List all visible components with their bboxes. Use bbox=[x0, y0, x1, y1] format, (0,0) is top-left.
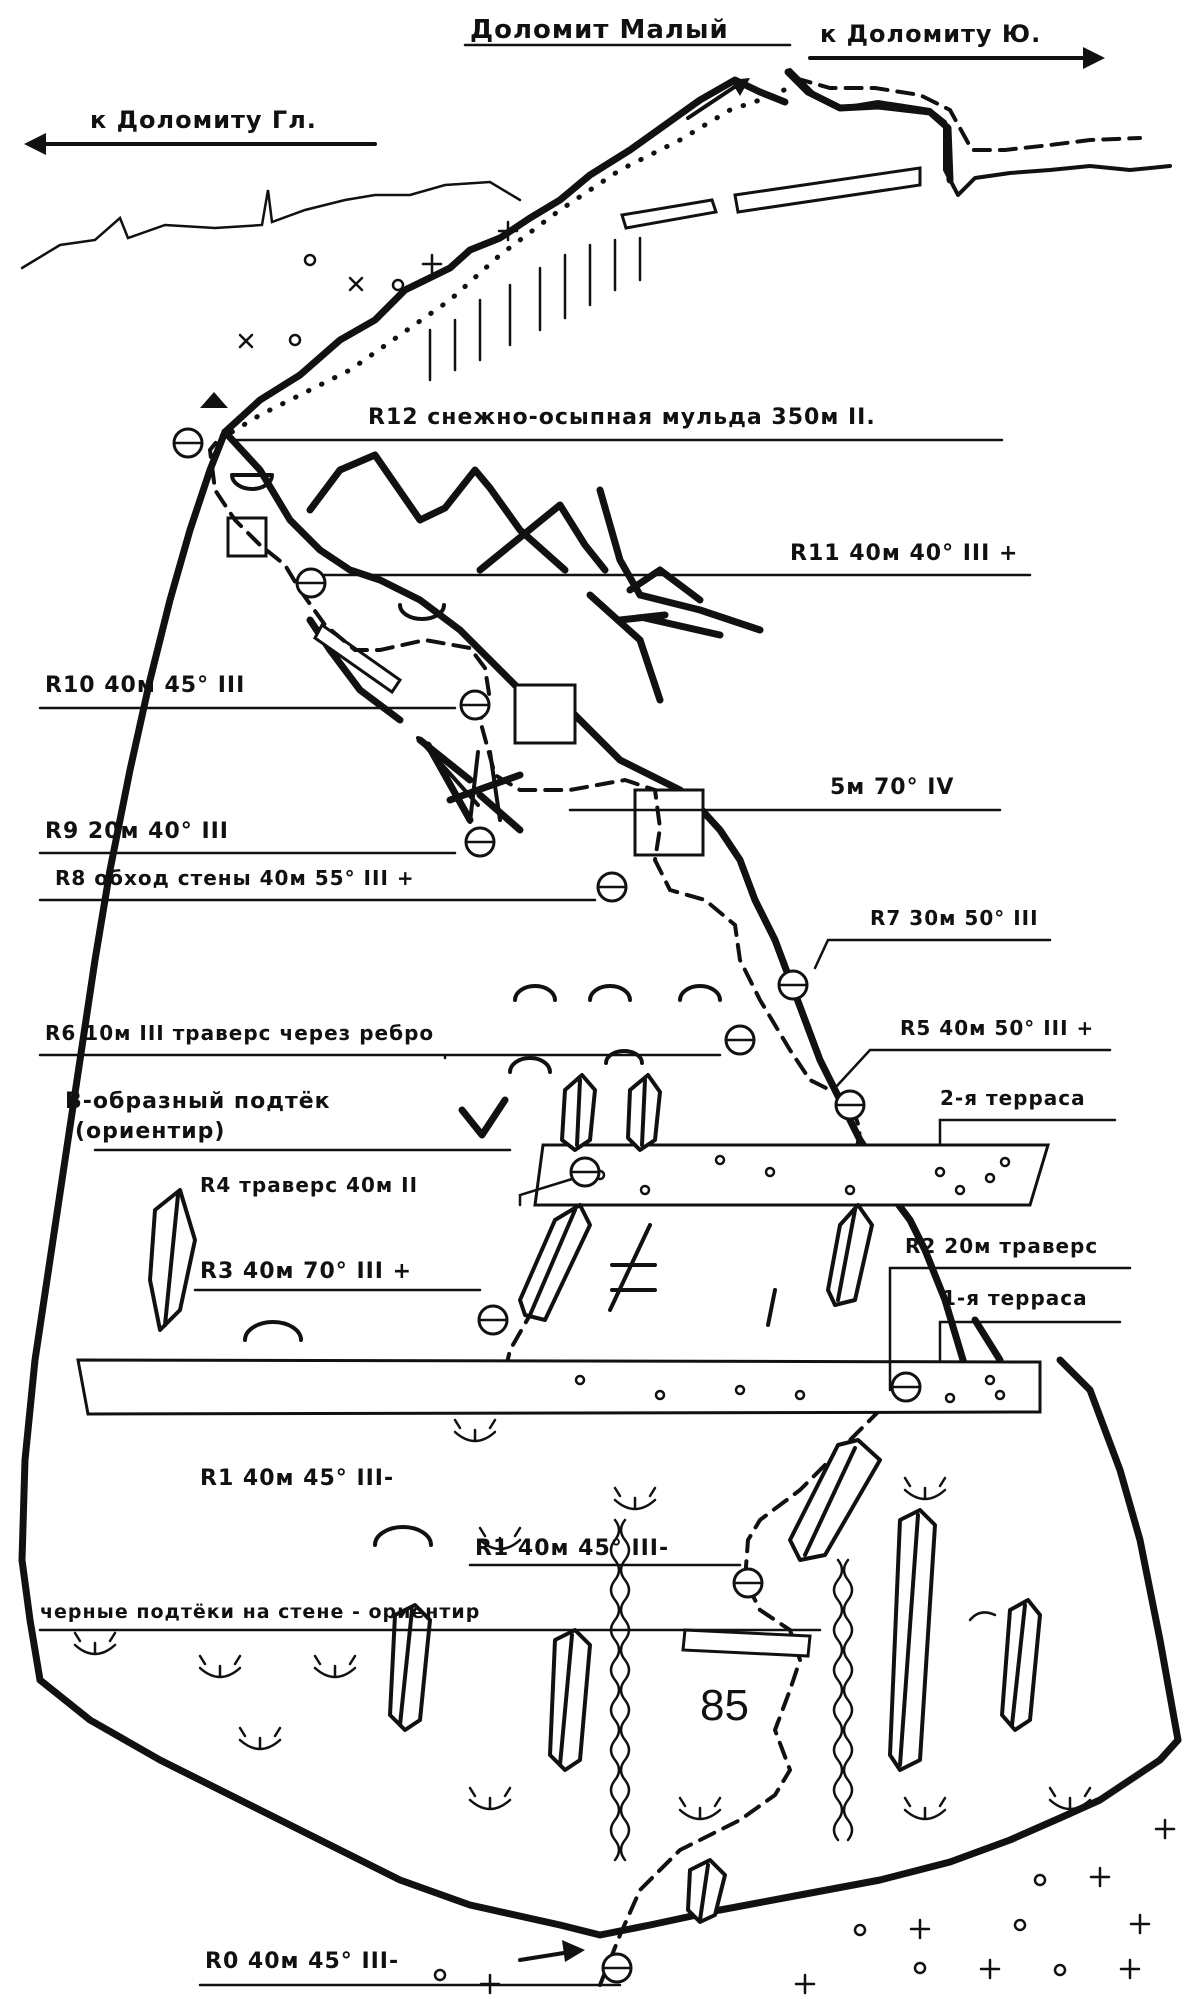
rock-rib bbox=[596, 486, 764, 634]
belay-stations bbox=[172, 427, 922, 1984]
crack-line bbox=[766, 1288, 777, 1327]
v-shaped-streak bbox=[458, 1096, 509, 1139]
snow-scree-boundary bbox=[229, 82, 796, 435]
label-r2: R2 20м траверс bbox=[905, 1234, 1098, 1258]
black-streak bbox=[832, 1558, 844, 1842]
rock-rib bbox=[306, 451, 569, 574]
crack-symbol bbox=[608, 1223, 657, 1312]
snow-gully-hatching bbox=[428, 236, 642, 382]
approach-arrow bbox=[518, 1940, 585, 1962]
label-r10: R10 40м 45° III bbox=[45, 673, 245, 698]
label-black-streaks: черные подтёки на стене - ориентир bbox=[40, 1601, 480, 1623]
belay-box bbox=[513, 683, 577, 745]
rock-rib bbox=[641, 614, 724, 639]
belay-box bbox=[226, 516, 268, 558]
ridge-continuation-route bbox=[793, 76, 1142, 152]
face-right-edge bbox=[1056, 1356, 1182, 1744]
belay-r8-icon bbox=[596, 871, 628, 903]
label-r0: R0 40м 45° III- bbox=[205, 1949, 399, 1974]
belay-r6-icon bbox=[724, 1024, 756, 1056]
black-streak bbox=[609, 1518, 621, 1862]
belay-r10-icon bbox=[459, 689, 491, 721]
label-r11: R11 40м 40° III + bbox=[790, 541, 1018, 566]
label-r1-left: R1 40м 45° III- bbox=[200, 1466, 394, 1491]
rock-rib bbox=[626, 566, 704, 604]
black-streak bbox=[619, 1518, 631, 1862]
label-r8: R8 обход стены 40м 55° III + bbox=[55, 866, 415, 890]
snow-band bbox=[620, 198, 718, 230]
route-number: 85 bbox=[700, 1681, 749, 1730]
route-direction-arrow bbox=[686, 78, 750, 120]
snow-band bbox=[733, 166, 922, 214]
terrace-2 bbox=[533, 1143, 1051, 1207]
right-direction-arrow bbox=[808, 47, 1105, 69]
overhang-symbols bbox=[230, 473, 722, 1547]
label-terrace-2: 2-я терраса bbox=[940, 1086, 1086, 1110]
label-r5: R5 40м 50° III + bbox=[900, 1016, 1094, 1040]
belay-r12-icon bbox=[172, 427, 204, 459]
label-r1: R1 40м 45° III- bbox=[475, 1536, 669, 1561]
face-base-line bbox=[36, 1676, 1182, 1939]
black-streak bbox=[842, 1558, 854, 1842]
background-ridge bbox=[20, 180, 522, 270]
corner-symbols bbox=[148, 1073, 1042, 1924]
slab-feature bbox=[313, 622, 403, 695]
label-r6: R6 10м III траверс через ребро bbox=[45, 1021, 434, 1045]
label-r3: R3 40м 70° III + bbox=[200, 1259, 412, 1284]
terrace-1 bbox=[76, 1358, 1042, 1416]
belay-r3-icon bbox=[477, 1304, 509, 1336]
belay-r4-icon bbox=[569, 1156, 601, 1188]
rock-rib bbox=[476, 501, 609, 574]
label-v-streak-note: (ориентир) bbox=[75, 1119, 225, 1144]
label-r7: R7 30м 50° III bbox=[870, 906, 1039, 930]
belay-r5-icon bbox=[834, 1089, 866, 1121]
label-v-streak: В-образный подтёк bbox=[65, 1089, 331, 1114]
terrace-edge bbox=[971, 1316, 1004, 1364]
label-pitch-5m: 5м 70° IV bbox=[830, 775, 954, 800]
summit-cairn-icon bbox=[200, 392, 228, 408]
label-r9: R9 20м 40° III bbox=[45, 819, 229, 844]
peak-label: Доломит Малый bbox=[470, 15, 729, 45]
belay-r7-icon bbox=[777, 969, 809, 1001]
slab-symbols bbox=[73, 1418, 1092, 1821]
belay-r1-icon bbox=[732, 1567, 764, 1599]
belay-r9-icon bbox=[464, 826, 496, 858]
label-r4: R4 траверс 40м II bbox=[200, 1173, 418, 1197]
belay-r0-icon bbox=[601, 1952, 633, 1984]
label-r12: R12 снежно-осыпная мульда 350м II. bbox=[368, 405, 876, 430]
belay-r2-icon bbox=[890, 1371, 922, 1403]
scree-symbols bbox=[238, 220, 519, 349]
slab-feature bbox=[681, 1628, 812, 1658]
base-scree-symbols bbox=[433, 1818, 1176, 1995]
right-cliff-top bbox=[784, 68, 954, 184]
rock-rib bbox=[586, 591, 669, 704]
belay-box bbox=[633, 788, 705, 857]
left-direction-label: к Доломиту Гл. bbox=[90, 106, 317, 134]
left-direction-arrow bbox=[24, 133, 377, 155]
main-ridge bbox=[221, 76, 789, 436]
face-left-edge bbox=[18, 428, 229, 1684]
belay-r11-icon bbox=[295, 567, 327, 599]
label-terrace-1: 1-я терраса bbox=[942, 1286, 1088, 1310]
right-direction-label: к Доломиту Ю. bbox=[820, 20, 1041, 48]
label-leader-lines bbox=[38, 438, 1132, 1987]
